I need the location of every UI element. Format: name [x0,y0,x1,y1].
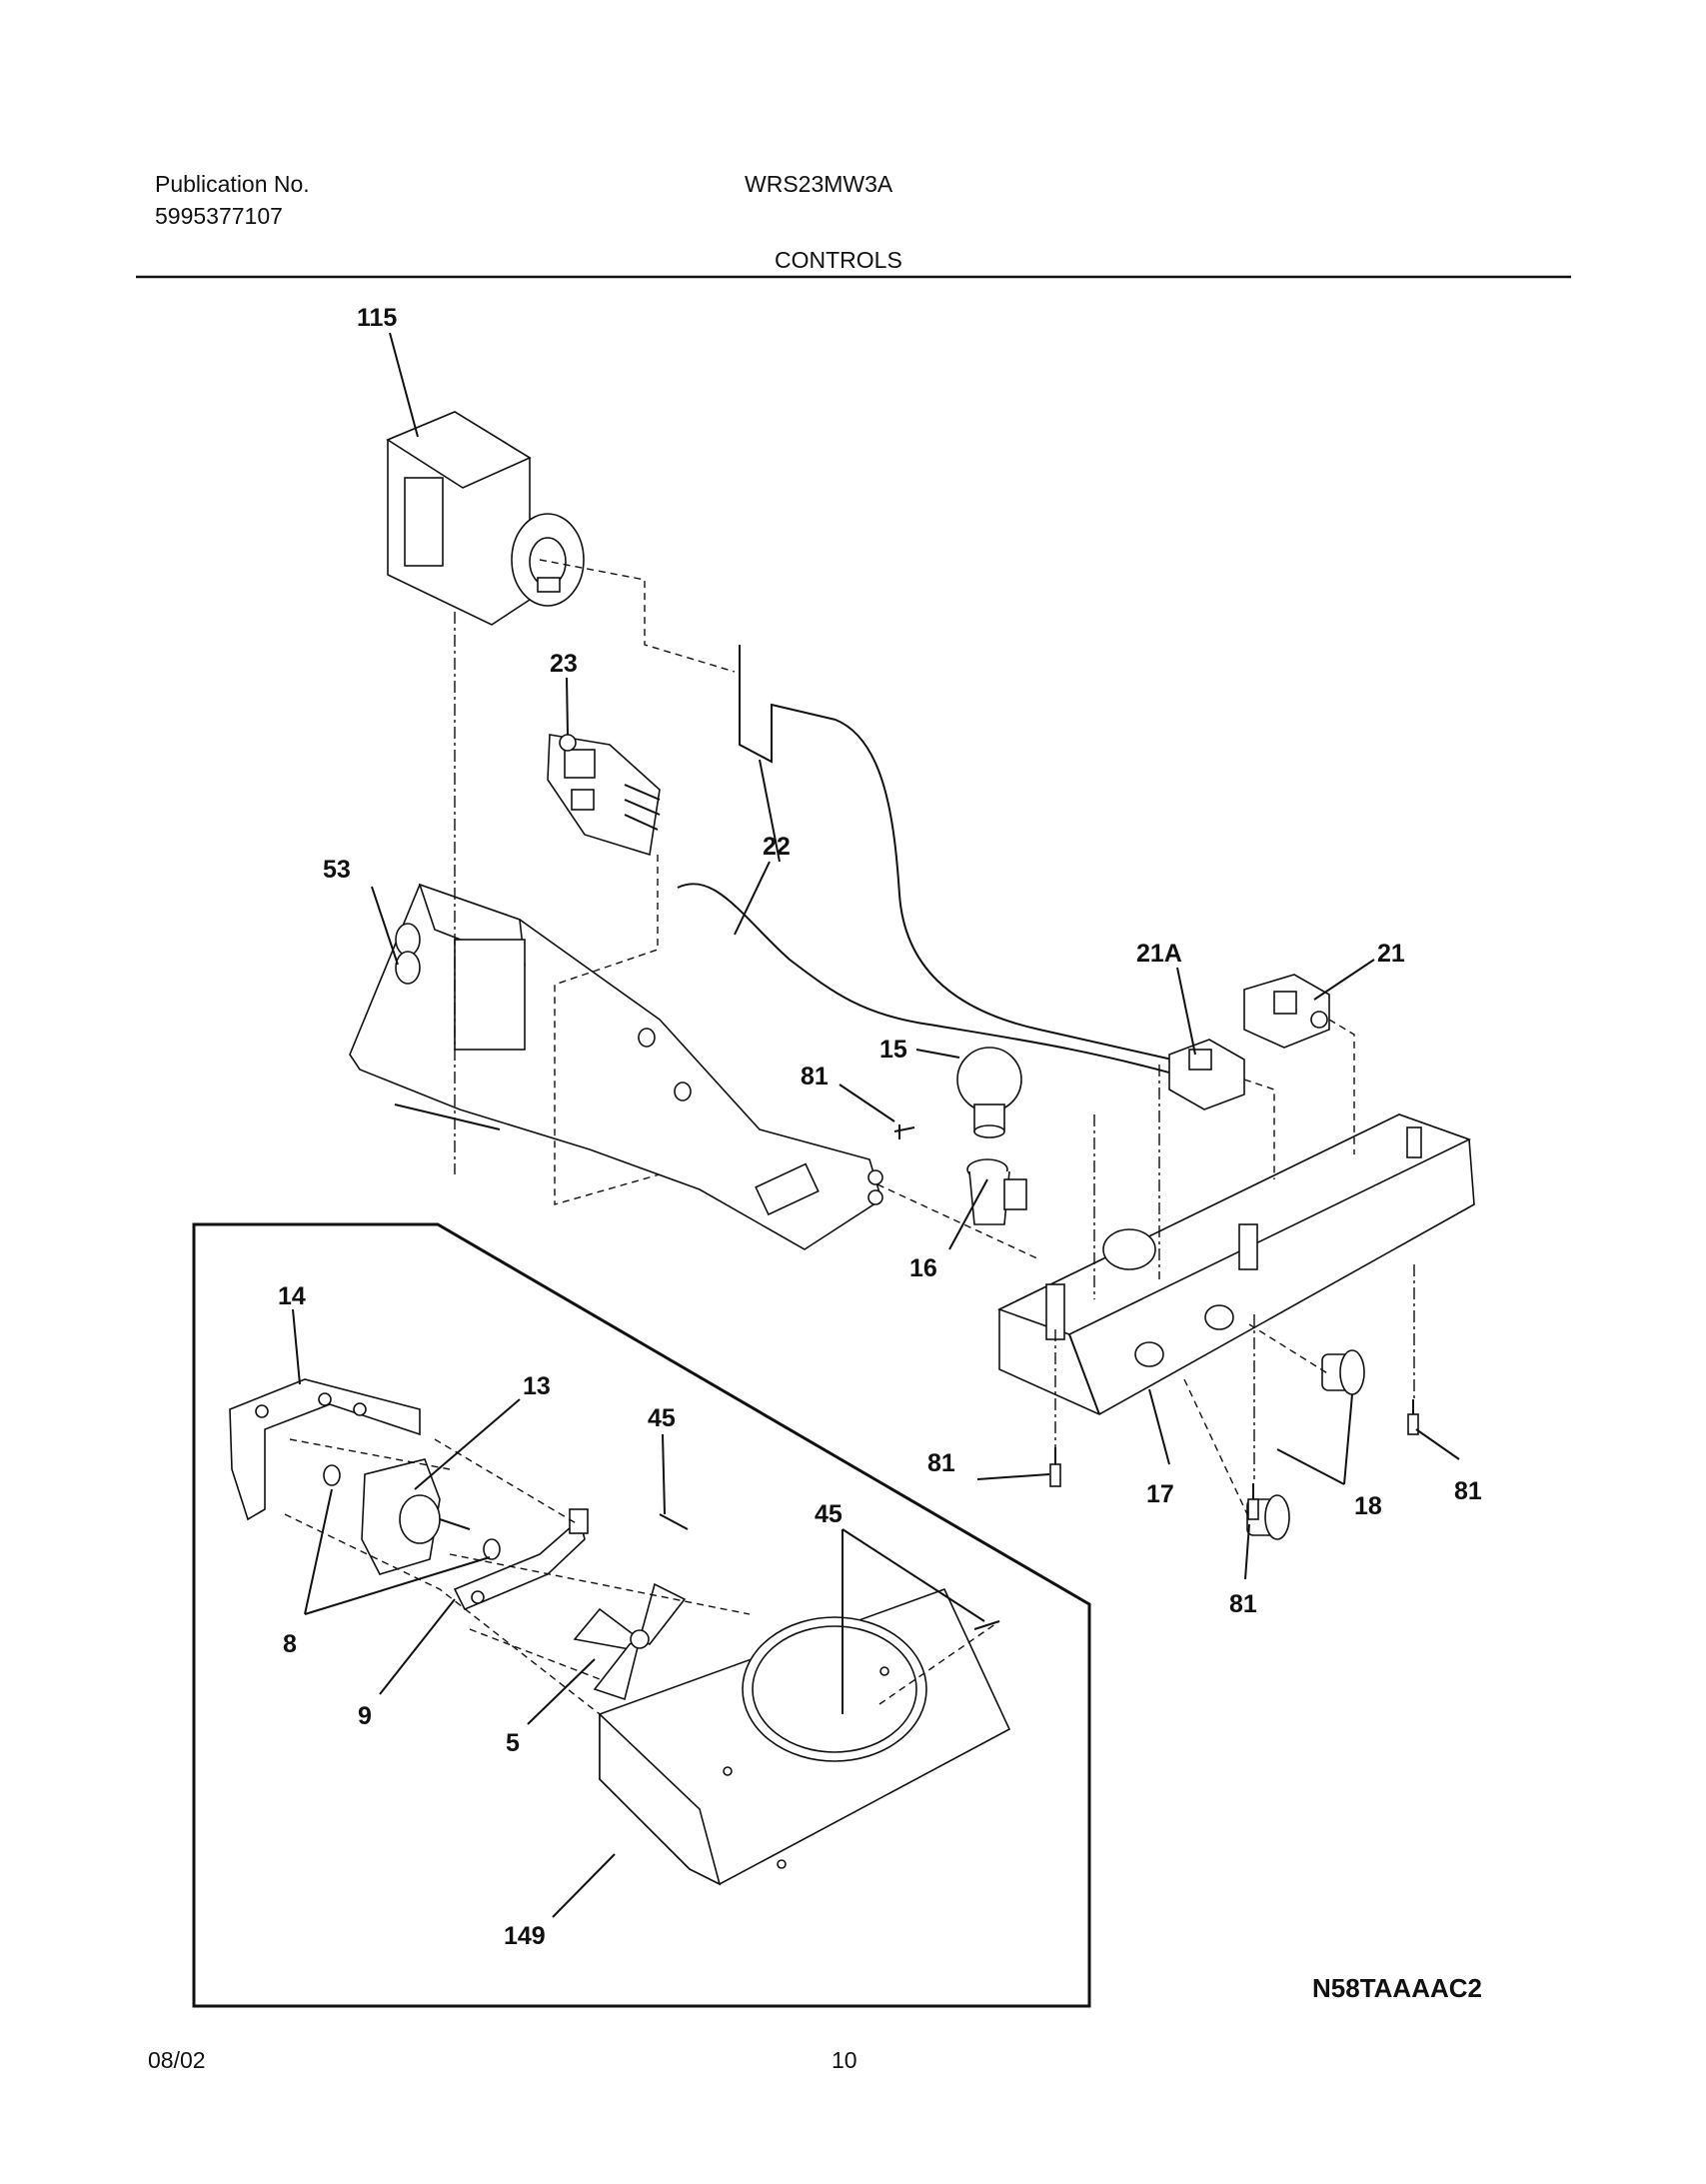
callout-16: 16 [909,1254,937,1282]
callout-17: 17 [1146,1480,1174,1508]
callout-22: 22 [763,833,791,861]
leader-lines [292,332,1460,1918]
part-5-fan-blade [573,1582,687,1701]
part-21A-21-switches [1168,974,1330,1110]
callout-81-bottom: 81 [1229,1590,1257,1618]
callout-8: 8 [283,1630,297,1658]
part-18-knobs [1246,1349,1365,1540]
footer-page-number: 10 [832,2047,857,2073]
publication-number: 5995377107 [155,203,283,229]
callout-21: 21 [1377,940,1405,968]
part-15-light-bulb [956,1047,1022,1138]
callout-9: 9 [358,1702,372,1730]
part-53-control-bracket [349,883,883,1250]
callout-81-right: 81 [1454,1477,1482,1505]
diagram-code: N58TAAAAC2 [1312,1973,1482,2003]
callout-45-upper: 45 [648,1404,676,1432]
part-8-grommets [323,1464,501,1560]
part-23-control-board [547,734,661,857]
callout-18: 18 [1354,1492,1382,1520]
footer-date: 08/02 [148,2047,206,2073]
part-14-motor-bracket [229,1378,421,1521]
part-149-fan-shroud [599,1587,1011,1886]
callout-115: 115 [357,304,397,332]
part-81-screws [893,1124,1419,1520]
part-9-bracket [453,1508,589,1611]
callout-15: 15 [879,1036,907,1064]
section-title: CONTROLS [775,247,902,273]
callout-13: 13 [523,1372,551,1400]
part-115-control-housing [386,411,585,626]
part-22-sensor-wire [677,645,1195,1081]
callout-5: 5 [506,1729,520,1757]
part-16-light-socket [966,1158,1027,1225]
inset-frame [192,1222,1091,2008]
callout-45-lower: 45 [815,1500,843,1528]
callout-21A: 21A [1136,940,1182,968]
callout-81-top: 81 [801,1063,829,1091]
publication-label: Publication No. [155,171,310,197]
callout-23: 23 [550,650,578,678]
callout-149: 149 [504,1922,546,1950]
assembly-alignment-lines [284,559,1415,1715]
part-17-control-housing [996,1113,1475,1415]
model-number: WRS23MW3A [745,171,893,197]
callout-53: 53 [323,856,351,884]
callout-81-left: 81 [927,1449,955,1477]
part-13-fan-motor [361,1458,471,1575]
callout-14: 14 [278,1282,306,1310]
callout-labels: 115 23 22 53 21A 21 15 81 16 14 13 45 81… [278,304,1482,1950]
